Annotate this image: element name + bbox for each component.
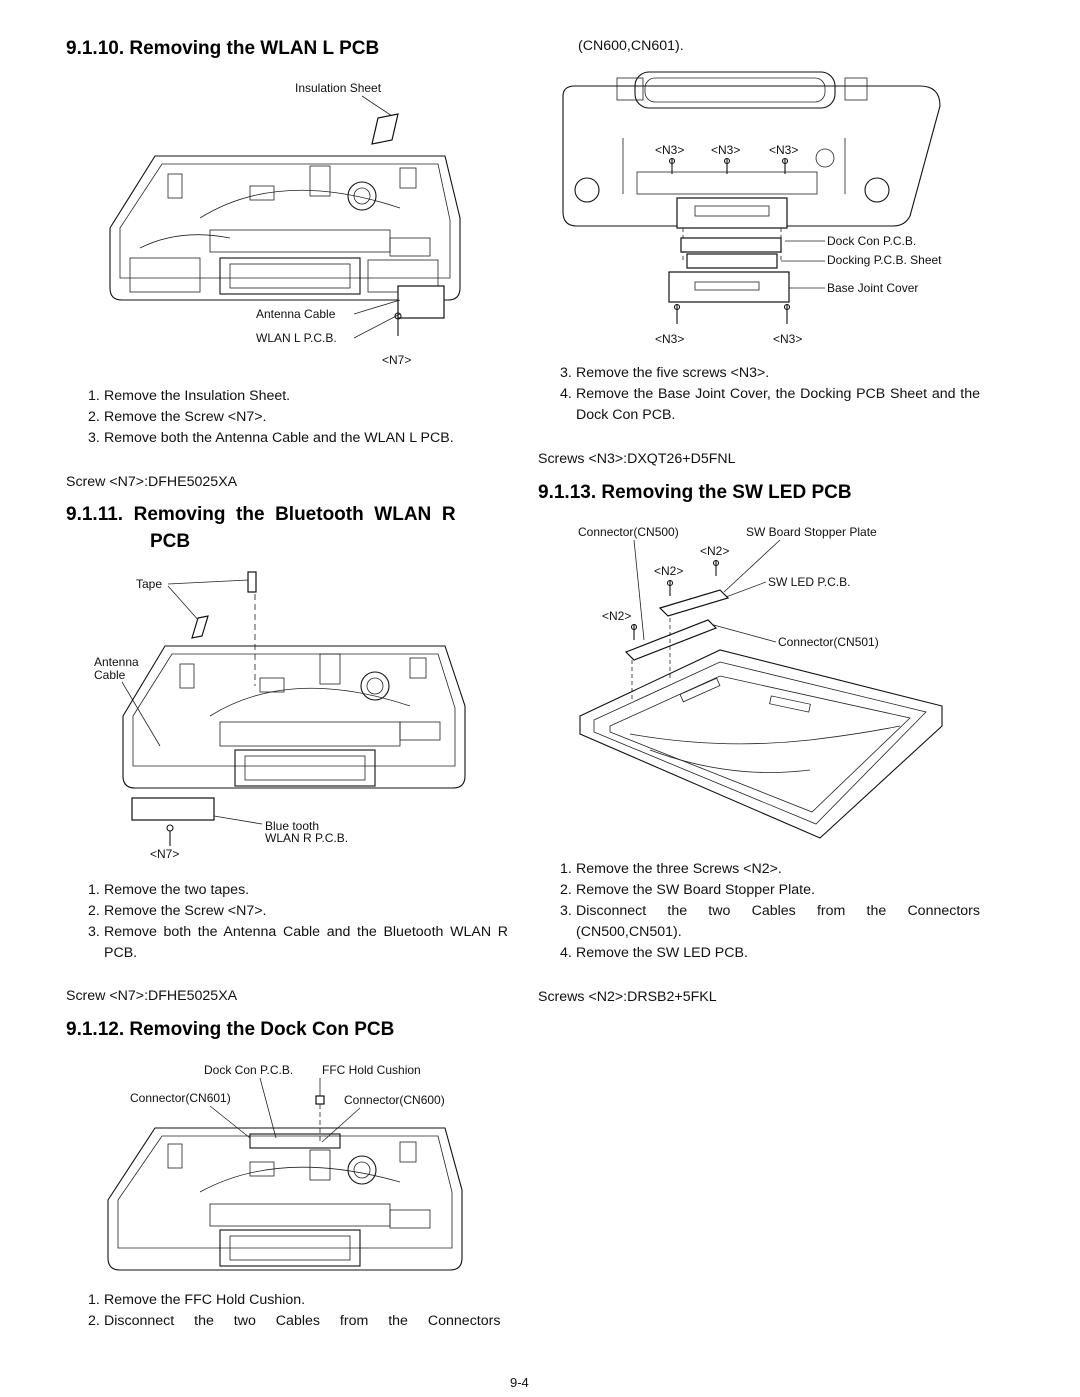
label-n3-top-3: <N3> [769, 143, 798, 157]
step-item: 2.Remove the Screw <N7>. [88, 409, 267, 425]
screw-note-dock-con: Screws <N3>:DXQT26+D5FNL [538, 451, 736, 467]
label-ffc-hold-cushion: FFC Hold Cushion [322, 1063, 421, 1077]
screw-note-sw-led: Screws <N2>:DRSB2+5FKL [538, 989, 717, 1005]
screw-n3-icon [673, 303, 791, 324]
label-n2-b: <N2> [654, 564, 683, 578]
sw-led-pcb-shape [624, 619, 718, 661]
label-connector-cn601: Connector(CN601) [130, 1091, 231, 1105]
label-connector-cn501: Connector(CN501) [778, 635, 879, 649]
screw-n2-icon [630, 559, 720, 640]
figure-sw-led: Connector(CN500) SW Board Stopper Plate … [578, 525, 943, 839]
step-item: 4.Remove the SW LED PCB. [560, 945, 748, 961]
label-docking-pcb-sheet: Docking P.C.B. Sheet [827, 253, 942, 267]
step-item: 2.Remove the SW Board Stopper Plate. [560, 882, 815, 898]
label-n2-c: <N2> [602, 609, 631, 623]
screw-n7-icon [394, 312, 402, 336]
steps-dock-con: 1.Remove the FFC Hold Cushion. 2.Disconn… [88, 1290, 508, 1332]
section-heading-sw-led: 9.1.13. Removing the SW LED PCB [538, 482, 852, 503]
label-bluetooth-l2: WLAN R P.C.B. [265, 831, 348, 845]
dock-con-board-shape [680, 237, 782, 253]
chassis-drawing [107, 1127, 463, 1271]
label-connector-cn600: Connector(CN600) [344, 1093, 445, 1107]
label-n3-top-1: <N3> [655, 143, 684, 157]
section-heading-wlan-l: 9.1.10. Removing the WLAN L PCB [66, 38, 380, 59]
label-connector-cn500: Connector(CN500) [578, 525, 679, 539]
insulation-sheet-shape [371, 113, 399, 145]
section-heading-bt-wlan-r: 9.1.11. Removing the Bluetooth WLAN R [66, 504, 456, 525]
chassis-drawing [122, 645, 466, 789]
step-item: 1.Remove the two tapes. [88, 882, 250, 898]
label-bluetooth-l1: Blue tooth [265, 819, 319, 833]
screw-n7-icon [166, 824, 174, 846]
continuation-text: (CN600,CN601). [578, 38, 684, 54]
stopper-plate-shape [658, 589, 730, 617]
step-item: 3.Remove both the Antenna Cable and the … [88, 430, 454, 446]
label-base-joint-cover: Base Joint Cover [827, 281, 918, 295]
dock-con-pcb-shape [676, 197, 788, 229]
tape-shape-2 [191, 615, 209, 639]
base-joint-cover-shape [668, 271, 790, 303]
step-item: 1.Remove the Insulation Sheet. [88, 388, 291, 404]
lcd-frame-drawing [579, 649, 943, 839]
chassis-drawing [109, 155, 461, 301]
label-n2-a: <N2> [700, 544, 729, 558]
step-item: 1.Remove the three Screws <N2>. [560, 861, 782, 877]
label-n3-top-2: <N3> [711, 143, 740, 157]
figure-wlan-l: Insulation Sheet Antenna Cable WLAN L P.… [109, 81, 461, 367]
label-antenna-l2: Cable [94, 668, 126, 682]
screw-n3-icon [668, 157, 789, 174]
steps-bt-wlan-r: 1.Remove the two tapes. 2.Remove the Scr… [88, 880, 508, 964]
tape-shape-1 [247, 571, 257, 593]
label-screw-n7: <N7> [150, 847, 179, 861]
figure-bt-wlan-r: Tape Antenna Cable Blue tooth WLAN R P.C… [94, 571, 466, 861]
page-number: 9-4 [510, 1375, 529, 1390]
step-item: 4.Remove the Base Joint Cover, the Docki… [560, 386, 980, 423]
bluetooth-pcb-shape [131, 797, 215, 821]
step-item: 2.Remove the Screw <N7>. [88, 903, 267, 919]
label-n3-bottom-1: <N3> [655, 332, 684, 346]
ffc-cushion-shape [315, 1095, 325, 1105]
step-item: 3.Remove both the Antenna Cable and the … [88, 924, 508, 961]
label-antenna-cable: Antenna Cable [256, 307, 336, 321]
label-dock-con-pcb: Dock Con P.C.B. [204, 1063, 293, 1077]
step-item: 1.Remove the FFC Hold Cushion. [88, 1292, 306, 1308]
wlan-l-pcb-shape [397, 285, 445, 319]
label-antenna-l1: Antenna [94, 655, 139, 669]
label-dock-con-pcb-right: Dock Con P.C.B. [827, 234, 916, 248]
docking-sheet-shape [686, 253, 778, 269]
figure-base-joint-cover: <N3> <N3> <N3> Dock Con P.C.B. Docking P… [562, 71, 942, 346]
step-item: 3.Disconnect the two Cables from the Con… [560, 903, 980, 940]
steps-wlan-l: 1.Remove the Insulation Sheet. 2.Remove … [88, 386, 508, 449]
steps-dock-con-cont: 3.Remove the five screws <N3>. 4.Remove … [560, 363, 980, 426]
section-heading-bt-wlan-r-line2: PCB [150, 531, 191, 552]
label-wlan-l-pcb: WLAN L P.C.B. [256, 331, 337, 345]
figure-dock-con: Dock Con P.C.B. FFC Hold Cushion Connect… [107, 1063, 463, 1271]
screw-note-bt-wlan-r: Screw <N7>:DFHE5025XA [66, 988, 238, 1004]
label-insulation-sheet: Insulation Sheet [295, 81, 382, 95]
step-item: 3.Remove the five screws <N3>. [560, 365, 770, 381]
screw-note-wlan-l: Screw <N7>:DFHE5025XA [66, 474, 238, 490]
label-n3-bottom-2: <N3> [773, 332, 802, 346]
steps-sw-led: 1.Remove the three Screws <N2>. 2.Remove… [560, 859, 980, 964]
section-heading-dock-con: 9.1.12. Removing the Dock Con PCB [66, 1019, 395, 1040]
label-sw-board-stopper: SW Board Stopper Plate [746, 525, 877, 539]
label-sw-led-pcb: SW LED P.C.B. [768, 575, 850, 589]
label-screw-n7: <N7> [382, 353, 411, 367]
label-tape: Tape [136, 577, 162, 591]
step-item: 2.Disconnect the two Cables from the Con… [88, 1313, 501, 1329]
